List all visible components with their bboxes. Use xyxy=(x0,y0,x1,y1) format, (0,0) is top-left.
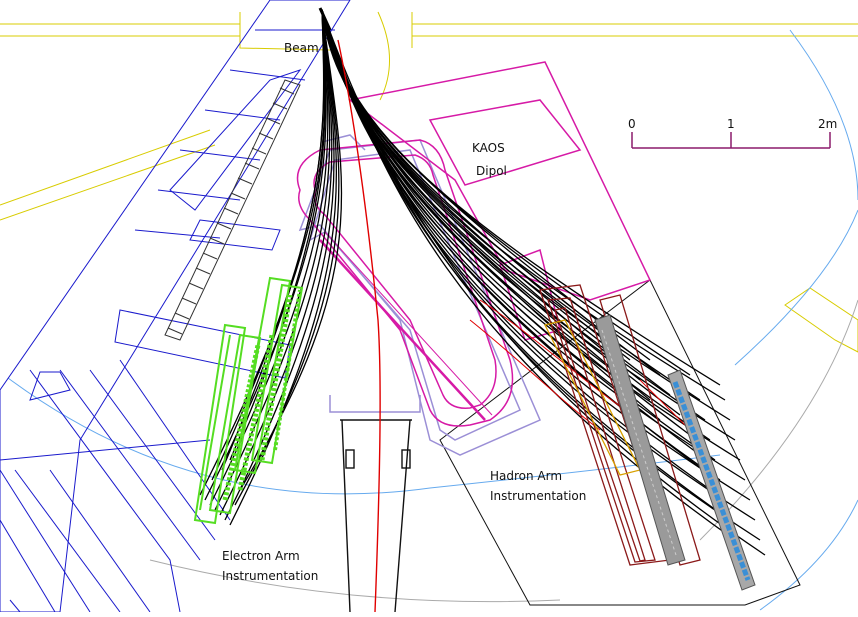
central-ray xyxy=(337,39,701,613)
hall-outline xyxy=(0,11,858,353)
tof-detector xyxy=(667,369,756,591)
hatched-support xyxy=(164,79,301,341)
scale-tick-2m: 2m xyxy=(818,117,837,131)
hadron-arm-platform xyxy=(439,279,801,606)
electron-arm-label-line2: Instrumentation xyxy=(222,569,318,583)
kaos-label-line1: KAOS xyxy=(472,141,505,155)
scale-tick-1: 1 xyxy=(727,117,735,131)
kaos-label-line2: Dipol xyxy=(476,164,507,178)
scale-tick-0: 0 xyxy=(628,117,636,131)
hadron-arm-label-line1: Hadron Arm xyxy=(490,469,562,483)
hadron-arm-detector xyxy=(594,314,686,566)
electron-arm-label-line1: Electron Arm xyxy=(222,549,300,563)
floor-arcs xyxy=(7,29,858,611)
beam-label: Beam xyxy=(284,41,319,55)
beam-exit-pipe xyxy=(340,419,412,613)
hadron-arm-label-line2: Instrumentation xyxy=(490,489,586,503)
electron-arm-detector xyxy=(193,276,304,525)
scale-bar xyxy=(631,132,831,149)
